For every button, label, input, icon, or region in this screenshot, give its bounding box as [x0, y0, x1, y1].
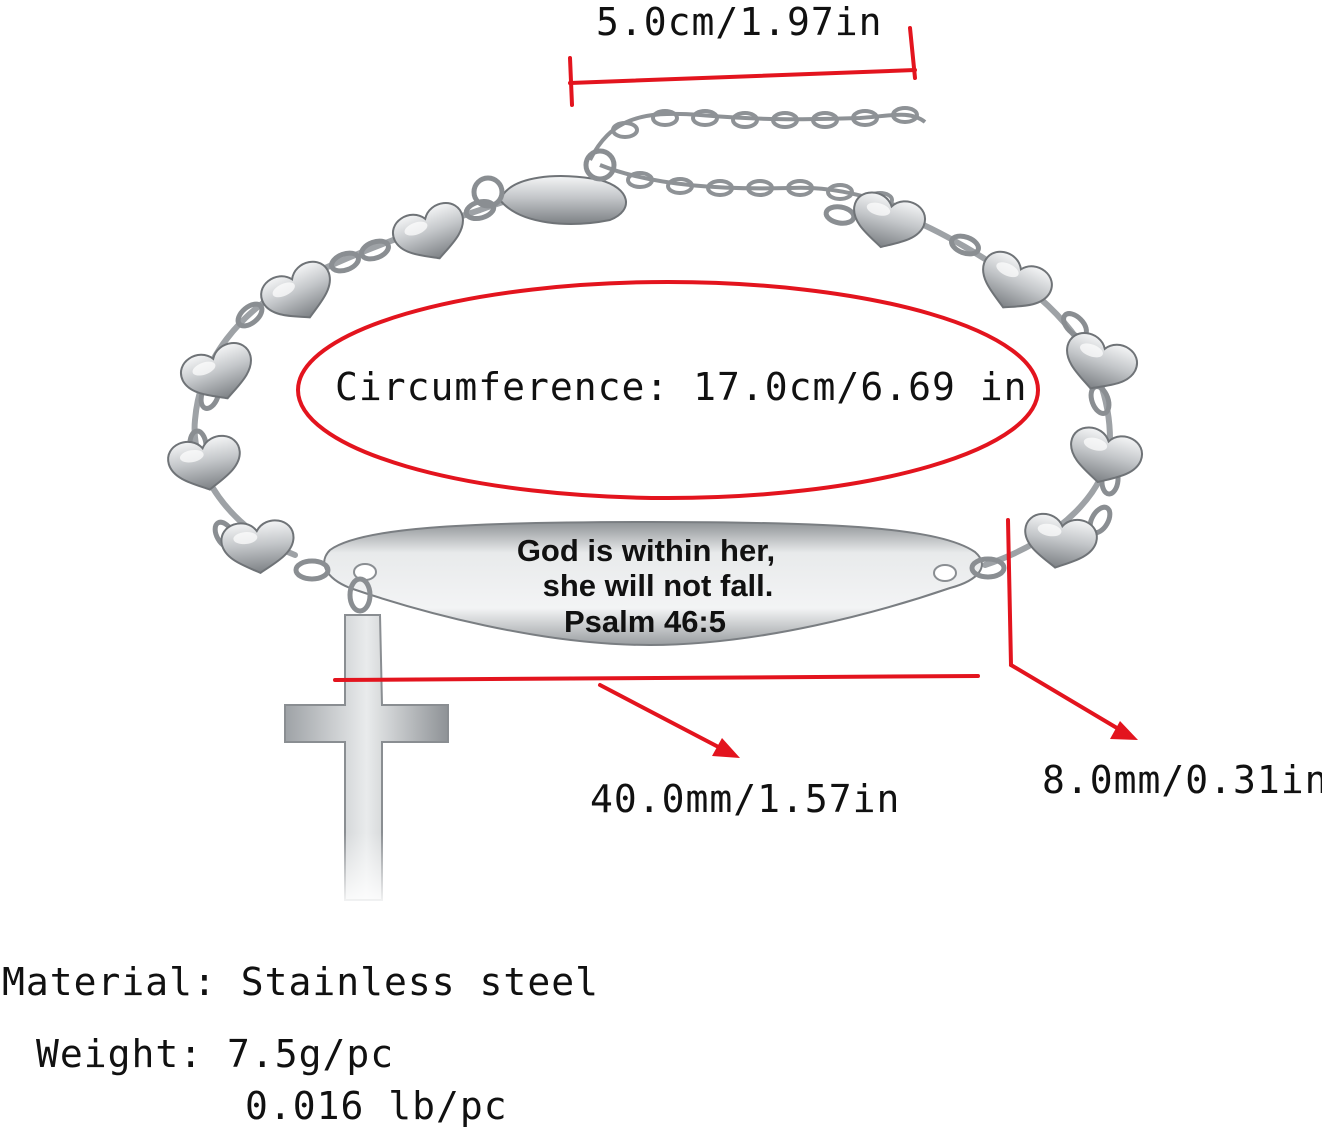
engraving-line-1: God is within her, — [516, 533, 776, 568]
bar-width-label: 8.0mm/0.31in — [1042, 758, 1322, 802]
annotation-arrowheads — [712, 721, 1138, 758]
extender-length-label: 5.0cm/1.97in — [596, 0, 883, 44]
weight-spec: Weight: 7.5g/pc — [36, 1032, 395, 1076]
cross-pendant — [275, 576, 460, 910]
circumference-label: Circumference: 17.0cm/6.69 in — [335, 365, 1028, 409]
engraving-line-3: Psalm 46:5 — [564, 604, 726, 639]
weight-lb-spec: 0.016 lb/pc — [245, 1084, 508, 1128]
material-spec: Material: Stainless steel — [2, 960, 599, 1004]
engraving-line-2: she will not fall. — [542, 568, 774, 603]
annotation-lines — [296, 26, 1129, 754]
bar-length-label: 40.0mm/1.57in — [590, 777, 901, 821]
lobster-clasp — [471, 148, 627, 225]
engraved-bar — [293, 520, 1007, 647]
